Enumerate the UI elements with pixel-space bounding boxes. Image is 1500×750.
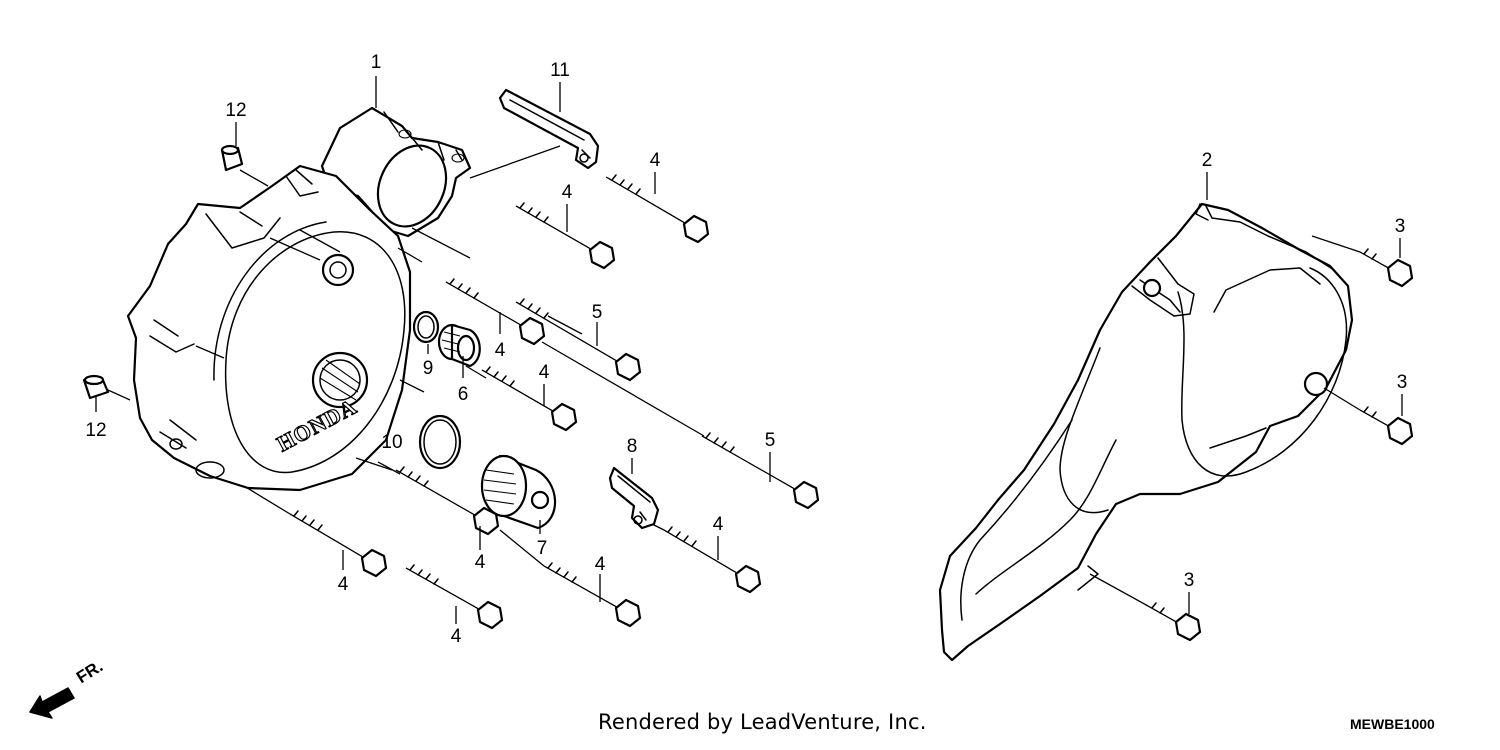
callout-9: 9: [423, 358, 434, 379]
callout-12: 12: [85, 420, 106, 441]
bolt-4-g[interactable]: [289, 510, 388, 578]
bolt-4-i[interactable]: [543, 562, 642, 628]
explode-lines: [107, 145, 1361, 607]
plug-part-6[interactable]: [437, 323, 481, 368]
callout-ticks: [95, 76, 1403, 624]
callout-7: 7: [537, 538, 548, 559]
bolt-4-f[interactable]: [663, 526, 762, 594]
callout-12: 12: [225, 100, 246, 121]
callout-6: 6: [458, 384, 469, 405]
bolt-5-b[interactable]: [701, 432, 820, 510]
callout-1: 1: [371, 52, 382, 73]
callout-numbers: 1 2 3 3 3 4 4 4 4 4 4 4 4 4 5 5 6 7 8 9 …: [85, 52, 1407, 647]
bolt-4-h[interactable]: [405, 564, 504, 630]
bolt-3-b[interactable]: [1359, 406, 1414, 446]
callout-4: 4: [713, 514, 724, 535]
bolt-3-c[interactable]: [1147, 602, 1202, 642]
front-arrow-icon: [29, 687, 75, 719]
callout-5: 5: [765, 430, 776, 451]
bolt-4-a[interactable]: [605, 174, 710, 244]
bolt-4-c[interactable]: [445, 278, 546, 346]
dowel-pin-12-top[interactable]: [220, 144, 244, 172]
plug-part-7[interactable]: [480, 454, 557, 530]
callout-4: 4: [595, 554, 606, 575]
diagram-code: MEWBE1000: [1350, 716, 1435, 732]
bolt-4-d[interactable]: [481, 366, 578, 432]
callout-4: 4: [338, 574, 349, 595]
callout-4: 4: [495, 340, 506, 361]
callout-3: 3: [1397, 372, 1408, 393]
rendered-by-credit: Rendered by LeadVenture, Inc.: [598, 710, 927, 734]
callout-4: 4: [562, 182, 573, 203]
o-ring-part-10[interactable]: [418, 414, 462, 470]
bolt-5-a[interactable]: [515, 298, 642, 382]
callout-4: 4: [451, 626, 462, 647]
o-ring-part-9[interactable]: [412, 310, 440, 344]
clamp-part-11[interactable]: [498, 88, 600, 170]
callout-4: 4: [475, 552, 486, 573]
bolt-4-e[interactable]: [395, 466, 500, 536]
crankcase-cover-part-1[interactable]: HONDA: [126, 106, 472, 492]
callout-2: 2: [1202, 150, 1213, 171]
callout-11: 11: [550, 60, 570, 81]
callout-3: 3: [1184, 570, 1195, 591]
callout-10: 10: [381, 432, 402, 453]
callout-4: 4: [650, 150, 661, 171]
bolt-4-b[interactable]: [515, 202, 616, 270]
dowel-pin-12-left[interactable]: [82, 374, 110, 400]
callout-5: 5: [592, 302, 603, 323]
callout-4: 4: [539, 362, 550, 383]
cover-part-2[interactable]: [938, 202, 1354, 662]
callout-8: 8: [627, 436, 638, 457]
callout-3: 3: [1395, 216, 1406, 237]
bolt-3-a[interactable]: [1359, 248, 1414, 288]
clamp-part-8[interactable]: [608, 466, 660, 530]
